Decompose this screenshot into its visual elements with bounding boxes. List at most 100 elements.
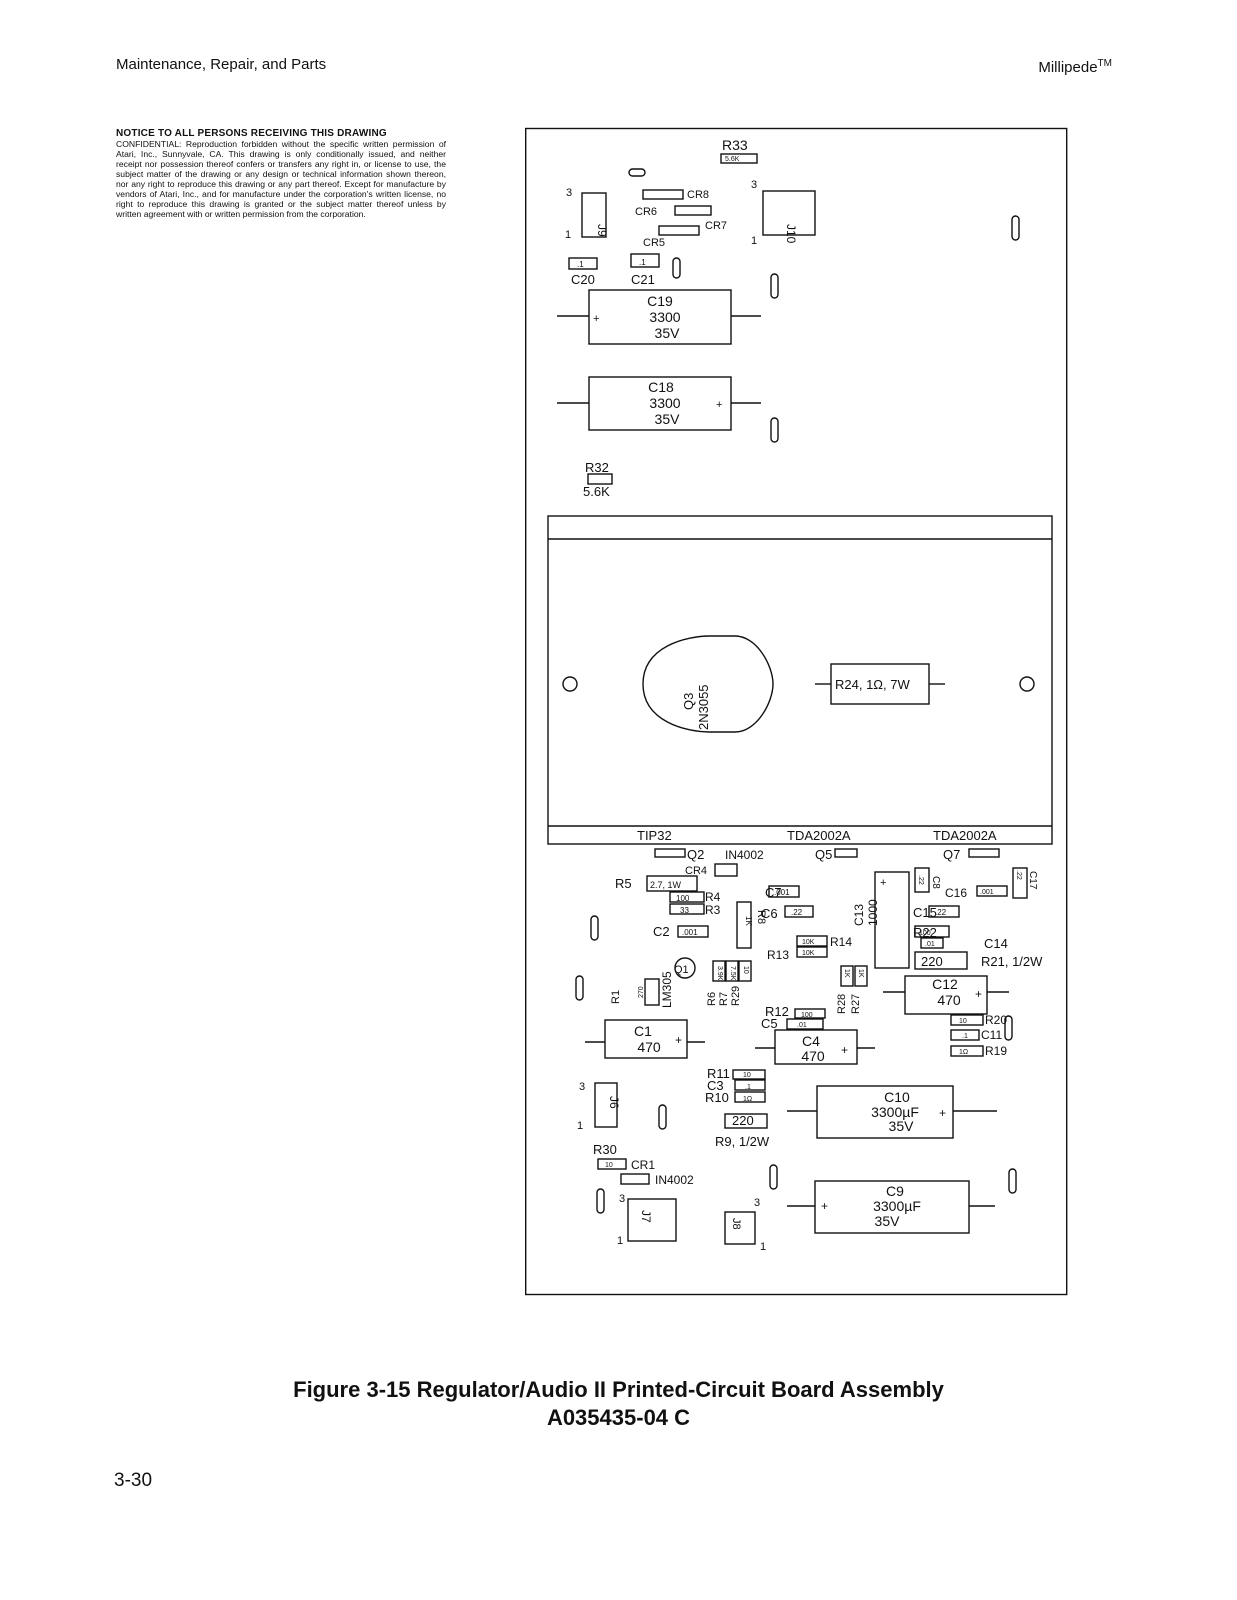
label-r27: R27 <box>850 994 862 1014</box>
label-c8-value: .22 <box>917 875 924 885</box>
label-cr4: CR4 <box>685 865 707 877</box>
label-r32: R32 <box>585 460 609 475</box>
label-c10-value: 3300µF <box>871 1104 919 1120</box>
page-number: 3-30 <box>114 1470 153 1491</box>
label-r29-value: 10 <box>742 966 749 974</box>
label-j7: J7 <box>639 1210 653 1223</box>
figure-caption: Figure 3-15 Regulator/Audio II Printed-C… <box>0 1376 1237 1432</box>
label-c2-value: .001 <box>682 928 698 937</box>
label-c9-value: 3300µF <box>873 1198 921 1214</box>
label-r12-value: 100 <box>801 1012 813 1019</box>
label-r11: R11 <box>707 1066 730 1081</box>
label-c12-value: 470 <box>937 992 961 1008</box>
label-tda2002a-q7: TDA2002A <box>933 828 997 843</box>
label-r4-value: 100 <box>676 894 690 903</box>
label-c3-value: .1 <box>745 1084 751 1091</box>
label-q5: Q5 <box>815 847 832 862</box>
c1-polarity: + <box>675 1033 682 1047</box>
label-in4002-cr1: IN4002 <box>655 1173 694 1187</box>
label-q7: Q7 <box>943 847 960 862</box>
c18-polarity: + <box>716 399 722 411</box>
label-tip32: TIP32 <box>637 828 672 843</box>
label-r8: R8 <box>755 910 767 924</box>
label-r13: R13 <box>767 948 789 962</box>
label-c20-value: .1 <box>577 260 584 269</box>
label-r9-value: 220 <box>732 1113 754 1128</box>
label-r5-value: 2.7, 1W <box>650 880 682 890</box>
pcb-assembly-drawing: R33 5.6K CR8 CR6 CR7 CR5 J9 J10 3 1 3 1 … <box>525 127 1068 1296</box>
running-header-left: Maintenance, Repair, and Parts <box>116 56 327 73</box>
label-r29: R29 <box>730 986 742 1006</box>
pin-3-j6: 3 <box>579 1081 585 1093</box>
label-c1-value: 470 <box>637 1039 661 1055</box>
label-c7: C7 <box>765 885 782 900</box>
pin-1-j9: 1 <box>565 229 571 241</box>
label-r7: R7 <box>718 992 730 1006</box>
label-c20: C20 <box>571 272 595 287</box>
label-r27-value: 1K <box>857 969 864 978</box>
drawing-number: A035435-04 C <box>546 1405 691 1430</box>
label-c11: C11 <box>981 1028 1002 1042</box>
label-r14-value: 10K <box>802 939 815 946</box>
label-c18-voltage: 35V <box>655 411 681 427</box>
label-j6: J6 <box>607 1096 621 1109</box>
label-in4002-cr4: IN4002 <box>725 848 764 862</box>
label-r3-value: 33 <box>680 906 689 915</box>
notice-heading: NOTICE TO ALL PERSONS RECEIVING THIS DRA… <box>116 128 387 139</box>
label-c3: C3 <box>707 1078 724 1093</box>
label-r6-value: 3.9K <box>716 966 723 981</box>
pin-3-j10: 3 <box>751 179 757 191</box>
label-c2: C2 <box>653 924 670 939</box>
label-lm305: LM305 <box>660 971 674 1008</box>
label-q2: Q2 <box>687 847 704 862</box>
label-c13: C13 <box>852 904 866 926</box>
label-r32-value: 5.6K <box>583 484 610 499</box>
figure-title: Figure 3-15 Regulator/Audio II Printed-C… <box>293 1377 944 1402</box>
label-r13-value: 10K <box>802 950 815 957</box>
label-c12: C12 <box>932 976 958 992</box>
label-c13-value: 1000 <box>866 899 880 926</box>
label-r28: R28 <box>836 994 848 1014</box>
label-r21: R21, 1/2W <box>981 954 1043 969</box>
pin-3-j7: 3 <box>619 1193 625 1205</box>
label-c17: C17 <box>1027 871 1038 890</box>
label-c19-voltage: 35V <box>655 325 681 341</box>
label-c10: C10 <box>884 1089 910 1105</box>
label-r22-value: 100 <box>919 930 931 937</box>
c12-polarity: + <box>975 987 982 1001</box>
label-c7-value: .001 <box>774 888 790 897</box>
label-c1: C1 <box>634 1023 652 1039</box>
label-c21-value: .1 <box>639 258 646 267</box>
label-q3: Q3 <box>681 693 696 710</box>
label-c14-value: .01 <box>925 941 935 948</box>
label-cr5: CR5 <box>643 237 665 249</box>
pin-1-j6: 1 <box>577 1120 583 1132</box>
label-r33: R33 <box>722 137 748 153</box>
label-c9: C9 <box>886 1183 904 1199</box>
label-c18-value: 3300 <box>649 395 680 411</box>
label-r6: R6 <box>706 992 718 1006</box>
label-q1: Q1 <box>674 964 689 976</box>
label-r12: R12 <box>765 1004 789 1019</box>
c9-polarity: + <box>821 1199 828 1213</box>
label-c14: C14 <box>984 936 1008 951</box>
label-c15-value: .22 <box>935 908 947 917</box>
label-c17-value: .22 <box>1015 870 1022 880</box>
label-cr6: CR6 <box>635 206 657 218</box>
label-r30-value: 10 <box>605 1162 613 1169</box>
label-c18: C18 <box>648 379 674 395</box>
label-c8: C8 <box>930 876 941 889</box>
pin-1-j8: 1 <box>760 1241 766 1253</box>
label-cr8: CR8 <box>687 189 709 201</box>
pin-1-j7: 1 <box>617 1235 623 1247</box>
label-r33-value: 5.6K <box>725 156 740 163</box>
label-r19: R19 <box>985 1044 1007 1058</box>
label-c15: C15 <box>913 905 937 920</box>
notice-body: CONFIDENTIAL: Reproduction forbidden wit… <box>116 139 446 219</box>
label-r10: R10 <box>705 1090 729 1105</box>
trademark-mark: TM <box>1097 58 1112 69</box>
product-name: Millipede <box>1038 59 1098 76</box>
c4-polarity: + <box>841 1043 848 1057</box>
label-tda2002a-q5: TDA2002A <box>787 828 851 843</box>
label-c6: C6 <box>761 906 778 921</box>
